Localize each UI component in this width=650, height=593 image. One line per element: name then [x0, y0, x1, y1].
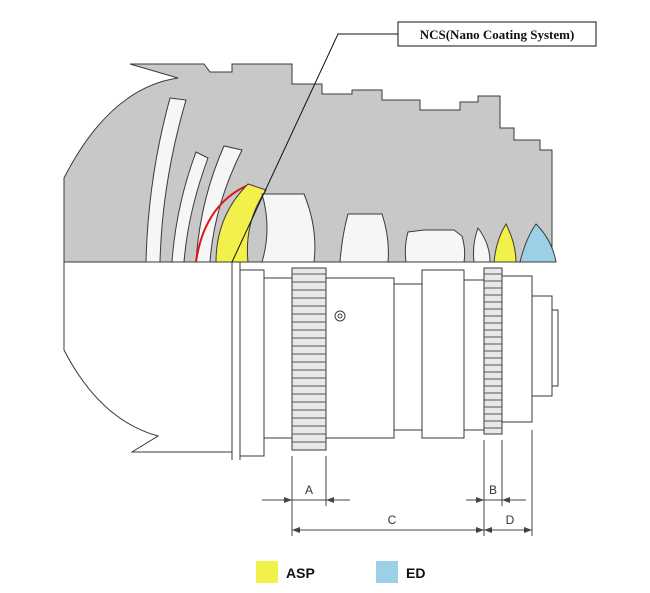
legend-label-ed: ED	[406, 565, 425, 581]
dimension-label-b: B	[489, 483, 497, 497]
mount-flange	[531, 295, 553, 397]
focus-ring	[291, 267, 327, 451]
middle-element-2	[339, 213, 389, 263]
rear-barrel-step	[463, 279, 485, 431]
dimension-label-d: D	[506, 513, 515, 527]
rear-barrel	[421, 269, 465, 439]
dimension-label-c: C	[388, 513, 397, 527]
callout-label: NCS(Nano Coating System)	[420, 27, 575, 42]
dimension-label-a: A	[305, 483, 313, 497]
lens-section-upper	[63, 63, 557, 263]
rear-element-group	[404, 229, 466, 263]
callout-box	[397, 21, 597, 47]
legend-swatch-asp	[256, 561, 278, 583]
focus-ring-knurling	[292, 273, 326, 443]
legend: ASP ED	[256, 561, 425, 583]
aperture-ring-knurling	[484, 273, 502, 429]
rear-aspherical-element	[493, 222, 517, 263]
lens-hood-outline	[63, 261, 233, 453]
focus-barrel	[263, 277, 395, 439]
nano-coating-callout: NCS(Nano Coating System)	[231, 21, 597, 263]
lens-exterior-lower	[63, 261, 559, 460]
dimension-arrows	[284, 497, 532, 533]
nano-coating-arc	[195, 185, 247, 263]
mount-bayonet	[551, 309, 559, 387]
legend-swatch-ed	[376, 561, 398, 583]
middle-element-1	[261, 193, 316, 263]
rear-element-small	[473, 226, 491, 263]
mid-barrel	[393, 283, 423, 431]
lens-mount	[501, 275, 533, 423]
callout-leader-line	[231, 33, 398, 263]
ed-element	[519, 223, 557, 263]
legend-label-asp: ASP	[286, 565, 315, 581]
front-barrel	[239, 269, 265, 457]
